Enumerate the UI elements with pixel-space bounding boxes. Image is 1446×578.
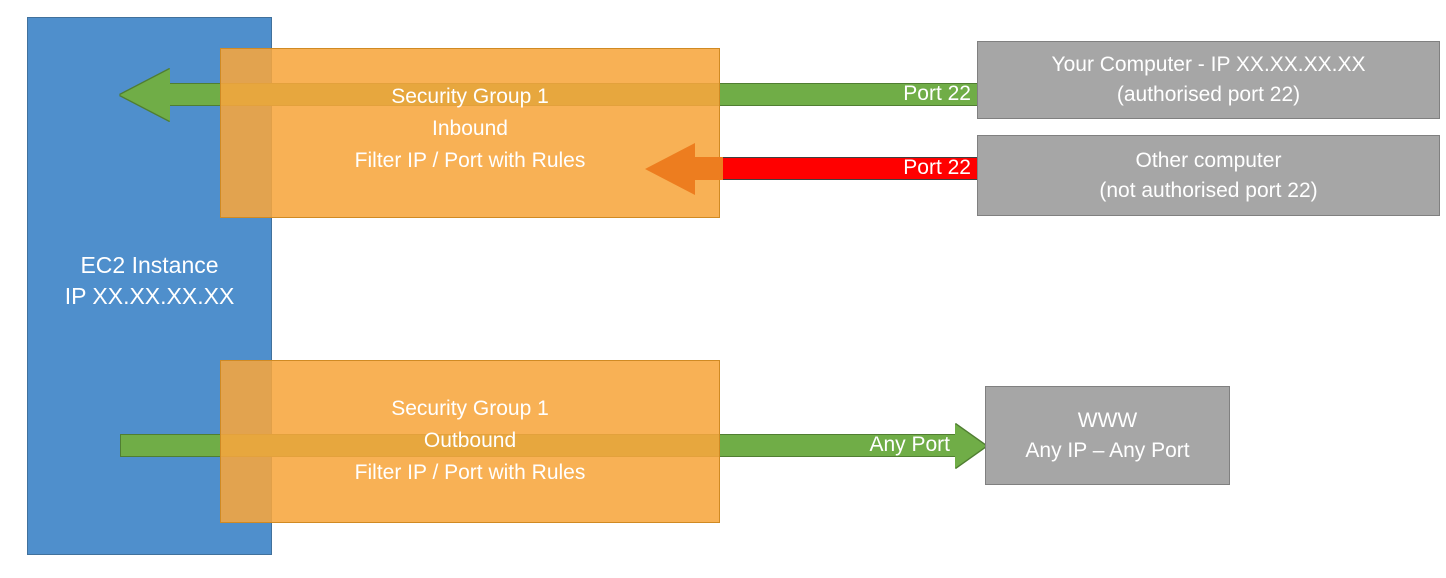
allowed-inbound-arrow-icon [120,69,170,121]
your-computer-note: (authorised port 22) [1116,83,1301,106]
blocked-inbound-connector-bar [718,157,979,180]
endpoint-www-box: WWW Any IP – Any Port [985,386,1230,485]
security-group-inbound-box [220,48,720,218]
blocked-inbound-arrow-tail [693,157,723,180]
blocked-inbound-arrow-icon [645,143,695,195]
endpoint-your-computer-box: Your Computer - IP XX.XX.XX.XX (authoris… [977,41,1440,119]
security-group-outbound-box [220,360,720,523]
www-note: Any IP – Any Port [1025,438,1190,462]
other-computer-note: (not authorised port 22) [1099,178,1318,202]
endpoint-other-computer-box: Other computer (not authorised port 22) [977,135,1440,216]
other-computer-title: Other computer [1135,148,1282,172]
outbound-arrow-icon [955,424,986,468]
your-computer-title: Your Computer - IP XX.XX.XX.XX [1051,53,1366,76]
www-title: WWW [1077,408,1138,432]
